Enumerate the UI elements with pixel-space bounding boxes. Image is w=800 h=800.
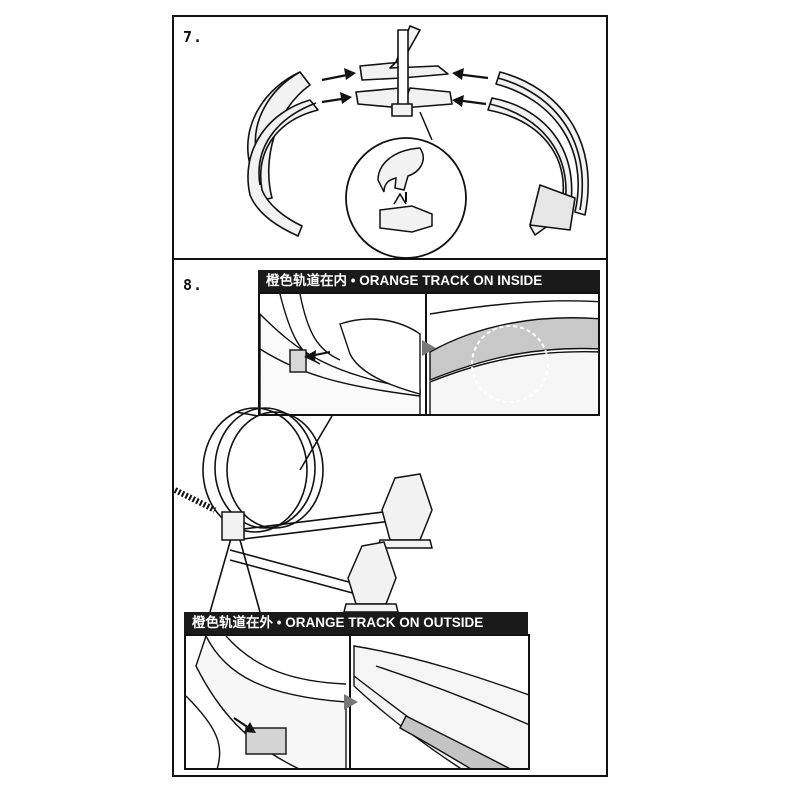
launcher-top	[381, 473, 433, 541]
orange-track-inside-label: 橙色轨道在内 • ORANGE TRACK ON INSIDE	[258, 270, 600, 292]
left-lower-track-piece	[247, 99, 319, 237]
right-lower-track-piece	[487, 97, 573, 236]
step-divider	[172, 258, 608, 260]
launcher-bottom	[347, 541, 397, 605]
orange-track-outside-label: 橙色轨道在外 • ORANGE TRACK ON OUTSIDE	[184, 612, 528, 634]
step-7-number: 7.	[183, 28, 204, 46]
inside-detail-panel	[258, 292, 600, 416]
outside-detail-panel	[184, 634, 530, 770]
right-upper-track-piece	[495, 71, 589, 216]
step-8-number: 8.	[183, 276, 204, 294]
